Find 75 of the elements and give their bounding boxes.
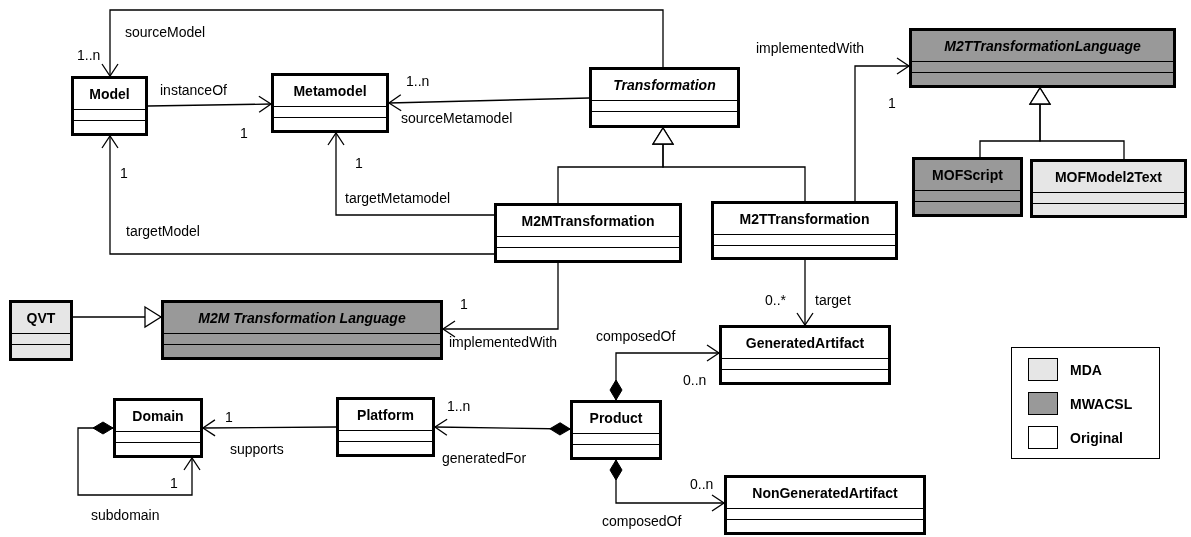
edge-label: composedOf	[602, 513, 682, 529]
edge-label: sourceMetamodel	[401, 110, 513, 126]
class-name: QVT	[26, 310, 56, 326]
class-box	[711, 201, 898, 260]
association-arrow	[101, 9, 664, 77]
multiplicity-label: 1	[120, 165, 128, 181]
multiplicity-label: 1..n	[406, 73, 430, 89]
class-name: M2TTransformationLanguage	[944, 38, 1141, 54]
class-name: Metamodel	[293, 83, 367, 99]
generalization-arrow	[1029, 87, 1125, 160]
class-name: GeneratedArtifact	[745, 335, 865, 351]
class-box	[1030, 159, 1187, 218]
association-arrow	[147, 95, 272, 113]
class-box	[161, 300, 443, 360]
class-box	[113, 398, 203, 458]
association-arrow	[854, 57, 910, 202]
class-name: MOFScript	[932, 167, 1003, 183]
association-arrow	[327, 132, 495, 216]
class-name: M2TTransformation	[739, 211, 870, 227]
edge-label: target	[815, 292, 851, 308]
edge-label: implementedWith	[449, 334, 558, 350]
edge-label: composedOf	[596, 328, 676, 344]
class-box	[9, 300, 73, 361]
multiplicity-label: 1..n	[447, 398, 471, 414]
association-arrow	[101, 135, 495, 255]
edge-label: implementedWith	[756, 40, 865, 56]
class-name: MOFModel2Text	[1054, 169, 1163, 185]
generalization-arrow	[72, 306, 162, 328]
class-box	[271, 73, 389, 133]
composition-arrow	[609, 344, 720, 401]
class-box	[336, 397, 435, 457]
edge-label: subdomain	[91, 507, 160, 523]
class-name: NonGeneratedArtifact	[752, 485, 898, 501]
multiplicity-label: 1	[240, 125, 248, 141]
class-name: Platform	[357, 407, 414, 423]
association-arrow	[202, 419, 337, 437]
edge-label: instanceOf	[160, 82, 227, 98]
class-box	[589, 67, 740, 128]
multiplicity-label: 1	[460, 296, 468, 312]
multiplicity-label: 1	[170, 475, 178, 491]
class-box	[912, 157, 1023, 217]
legend-label: Original	[1070, 430, 1123, 446]
multiplicity-label: 0..n	[683, 372, 707, 388]
multiplicity-label: 1	[225, 409, 233, 425]
class-box	[909, 28, 1176, 88]
class-box	[494, 203, 682, 263]
edge-label: supports	[230, 441, 284, 457]
edge-label: sourceModel	[125, 24, 206, 40]
multiplicity-label: 0..n	[690, 476, 714, 492]
class-name: Transformation	[613, 77, 716, 93]
class-name: M2MTransformation	[521, 213, 655, 229]
edge-label: targetModel	[126, 223, 200, 239]
composition-arrow	[434, 418, 571, 436]
class-box	[71, 76, 148, 136]
generalization-arrow	[652, 127, 806, 202]
class-box	[724, 475, 926, 535]
class-name: Domain	[132, 408, 184, 424]
legend-label: MWACSL	[1070, 396, 1133, 412]
legend-label: MDA	[1070, 362, 1102, 378]
edge-label: generatedFor	[442, 450, 527, 466]
class-name: Model	[89, 86, 130, 102]
multiplicity-label: 0..*	[765, 292, 786, 308]
composition-arrow	[77, 421, 201, 496]
class-name: Product	[589, 410, 643, 426]
association-arrow	[442, 262, 559, 338]
edge-label: targetMetamodel	[345, 190, 451, 206]
class-name: M2M Transformation Language	[198, 310, 406, 326]
multiplicity-label: 1	[355, 155, 363, 171]
association-arrow	[388, 94, 590, 112]
class-box	[570, 400, 662, 460]
multiplicity-label: 1	[888, 95, 896, 111]
association-arrow	[796, 259, 814, 326]
class-box	[719, 325, 891, 385]
composition-arrow	[609, 459, 725, 512]
multiplicity-label: 1..n	[77, 47, 101, 63]
